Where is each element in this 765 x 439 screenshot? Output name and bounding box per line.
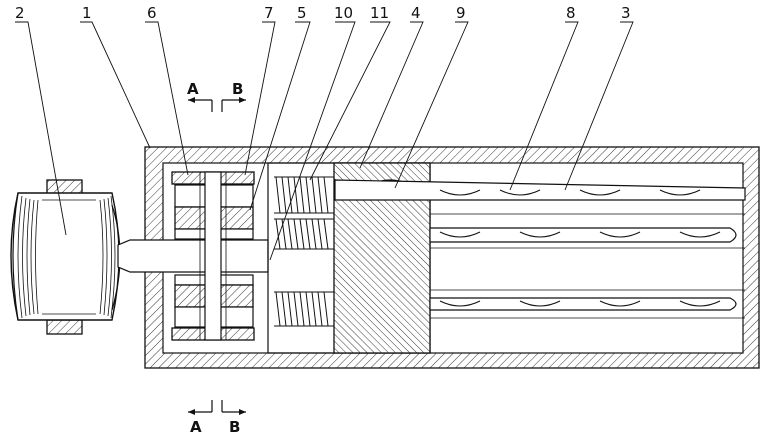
part-label-11: 11 (370, 4, 389, 22)
part-label-10: 10 (334, 4, 353, 22)
section-mark-bottom: A B (188, 400, 246, 436)
part-label-2: 2 (15, 4, 25, 22)
part-label-9: 9 (456, 4, 466, 22)
motor (11, 180, 120, 334)
section-label-top-right: B (232, 80, 243, 98)
section-mark-top: A B (187, 80, 246, 112)
part-label-6: 6 (147, 4, 157, 22)
part-label-5: 5 (297, 4, 307, 22)
section-label-bottom-right: B (229, 418, 240, 436)
part-label-7: 7 (264, 4, 274, 22)
section-label-top-left: A (187, 80, 199, 98)
section-label-bottom-left: A (190, 418, 202, 436)
part-labels: 2 1 6 7 5 10 11 4 9 8 3 (15, 4, 631, 22)
motor-shaft (118, 240, 268, 272)
part-label-8: 8 (566, 4, 576, 22)
part-label-4: 4 (411, 4, 421, 22)
part-label-3: 3 (621, 4, 631, 22)
part-label-1: 1 (82, 4, 92, 22)
